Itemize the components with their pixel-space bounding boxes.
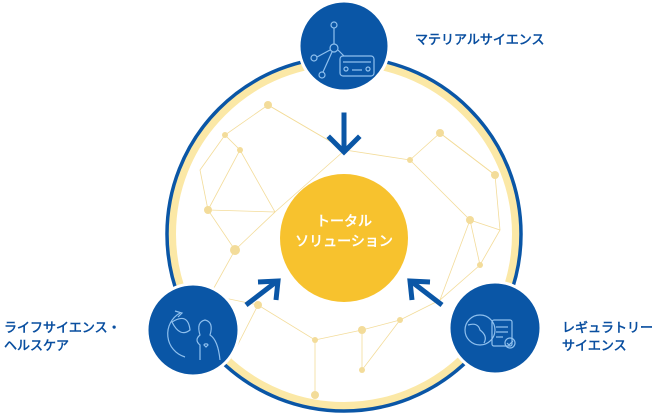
material-science-circle xyxy=(297,0,391,93)
regulatory-science-label-line2: サイエンス xyxy=(562,339,627,354)
arrow-down-icon xyxy=(326,112,362,156)
globe-document-icon xyxy=(464,314,516,349)
molecule-car-icon xyxy=(310,21,375,79)
life-science-label-line1: ライフサイエンス・ xyxy=(4,321,121,336)
leaf-person-icon xyxy=(167,310,221,361)
center-label-line2: ソリューション xyxy=(295,234,393,250)
center-circle xyxy=(280,174,408,302)
life-science-label: ライフサイエンス・ ヘルスケア xyxy=(4,320,121,356)
regulatory-science-label-line1: レギュラトリー xyxy=(562,321,654,336)
arrow-up-right-icon xyxy=(244,278,281,307)
arrow-up-left-icon xyxy=(407,278,444,307)
life-science-circle xyxy=(145,282,241,378)
regulatory-science-label: レギュラトリー サイエンス xyxy=(562,320,653,356)
life-science-label-line2: ヘルスケア xyxy=(4,339,70,354)
center-label-line1: トータル xyxy=(316,214,372,230)
material-science-label: マテリアルサイエンス xyxy=(415,33,545,48)
center-label: トータル ソリューション xyxy=(280,212,408,252)
